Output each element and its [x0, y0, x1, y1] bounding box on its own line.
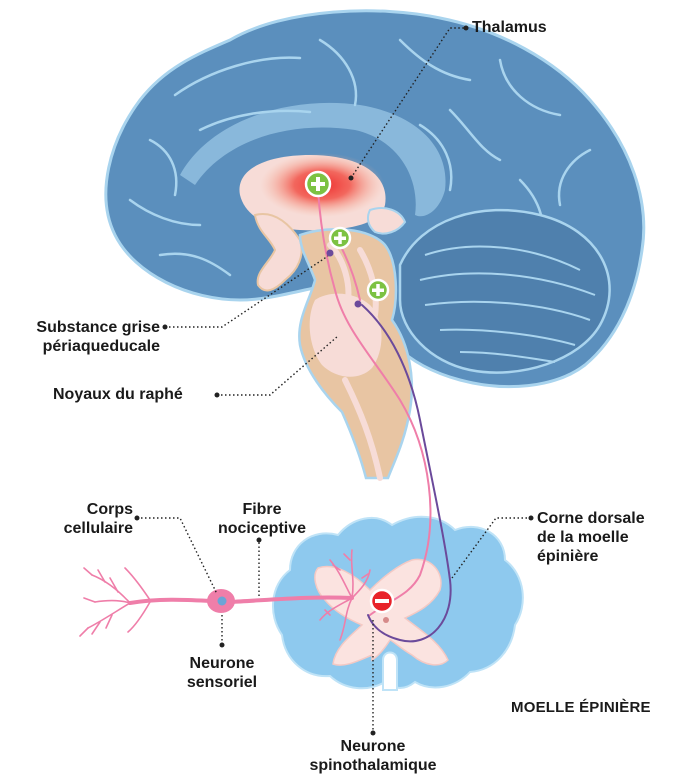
minus-circle-icon [371, 590, 393, 612]
label-neurone-sensoriel: Neurone sensoriel [162, 654, 282, 692]
central-canal [383, 617, 389, 623]
label-sensoriel-line2: sensoriel [162, 673, 282, 692]
label-spino-line1: Neurone [293, 737, 453, 756]
label-spino-line2: spinothalamique [293, 756, 453, 775]
label-corps-line1: Corps [64, 500, 133, 519]
plus-circle-icon [330, 228, 350, 248]
label-fibre-line2: nociceptive [202, 519, 322, 538]
label-noyaux-raphe-text: Noyaux du raphé [53, 386, 183, 403]
label-thalamus-text: Thalamus [472, 19, 547, 36]
label-corps-cellulaire: Corps cellulaire [64, 500, 133, 538]
label-moelle-text: MOELLE ÉPINIÈRE [511, 699, 651, 716]
label-corne-dorsale: Corne dorsale de la moelle épinière [537, 509, 645, 566]
label-corps-line2: cellulaire [64, 519, 133, 538]
label-substance-grise: Substance grise périaqueducale [36, 318, 160, 356]
cerebellum [400, 210, 610, 372]
pag-dot [327, 250, 334, 257]
raphe-dot [355, 301, 362, 308]
plus-circle-icon [368, 280, 388, 300]
plus-circle-icon [306, 172, 330, 196]
anterior-fissure [383, 653, 397, 691]
label-corne-line2: de la moelle [537, 528, 645, 547]
label-fibre-nociceptive: Fibre nociceptive [202, 500, 322, 538]
label-noyaux-raphe: Noyaux du raphé [53, 385, 183, 404]
cell-nucleus [218, 597, 227, 606]
peripheral-axon [130, 600, 210, 603]
label-thalamus: Thalamus [472, 18, 547, 37]
label-substance-grise-line1: Substance grise [36, 318, 160, 337]
label-fibre-line1: Fibre [202, 500, 322, 519]
label-moelle-epiniere: MOELLE ÉPINIÈRE [511, 698, 651, 717]
brainstem [299, 229, 412, 478]
label-neurone-spinothalamique: Neurone spinothalamique [293, 737, 453, 775]
label-substance-grise-line2: périaqueducale [36, 337, 160, 356]
label-corne-line1: Corne dorsale [537, 509, 645, 528]
label-corne-line3: épinière [537, 547, 645, 566]
label-sensoriel-line1: Neurone [162, 654, 282, 673]
spinal-cord-section [273, 517, 523, 690]
